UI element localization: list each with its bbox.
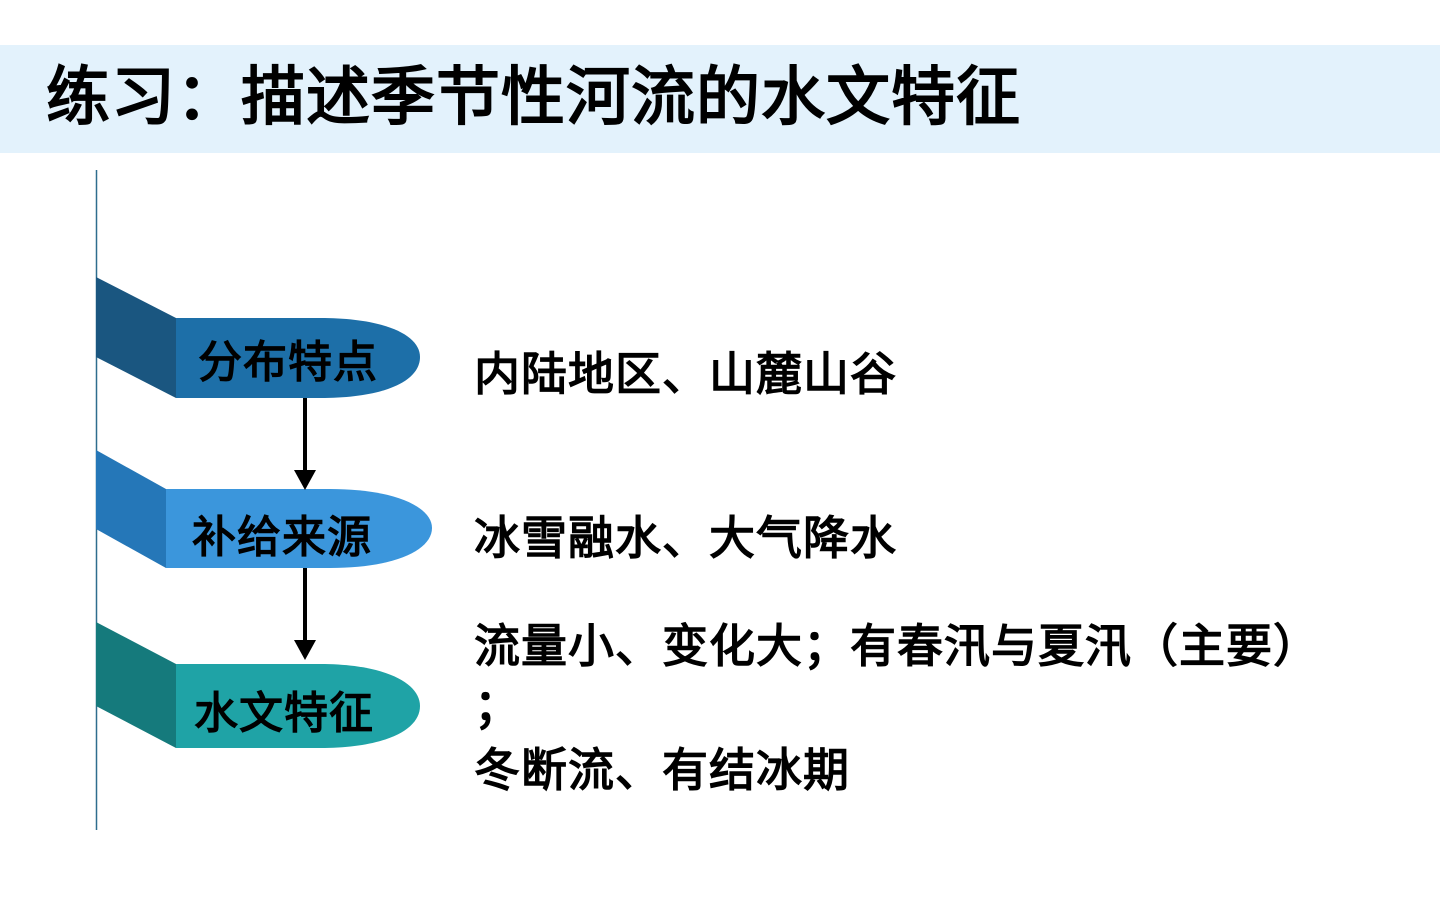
step-desc-1-line-1: 内陆地区、山麓山谷 [474,347,897,401]
arrow-head-2 [294,640,316,660]
page-title: 练习：描述季节性河流的水文特征 [46,61,1021,135]
step-label-3: 水文特征 [194,688,374,739]
step-desc-1: 内陆地区、山麓山谷 [474,346,897,402]
step-label-2: 补给来源 [192,512,372,563]
step-desc-2: 冰雪融水、大气降水 [474,510,897,566]
step-desc-3: 流量小、变化大；有春汛与夏汛（主要） ； 冬断流、有结冰期 [474,612,1320,804]
title-band [0,45,1440,153]
arrow-head-1 [294,470,316,490]
step-desc-3-line-3: 冬断流、有结冰期 [474,743,850,797]
step-shape-1 [176,318,420,398]
step-desc-2-line-1: 冰雪融水、大气降水 [474,511,897,565]
step-shape-3 [176,664,420,748]
step-desc-3-line-1: 流量小、变化大；有春汛与夏汛（主要） [474,619,1320,673]
step-shape-2 [166,489,432,568]
step-label-1: 分布特点 [198,337,378,388]
ribbon-2 [96,450,166,568]
ribbon-3 [96,622,176,748]
ribbon-1 [96,277,176,398]
step-desc-3-line-2: ； [474,679,521,733]
